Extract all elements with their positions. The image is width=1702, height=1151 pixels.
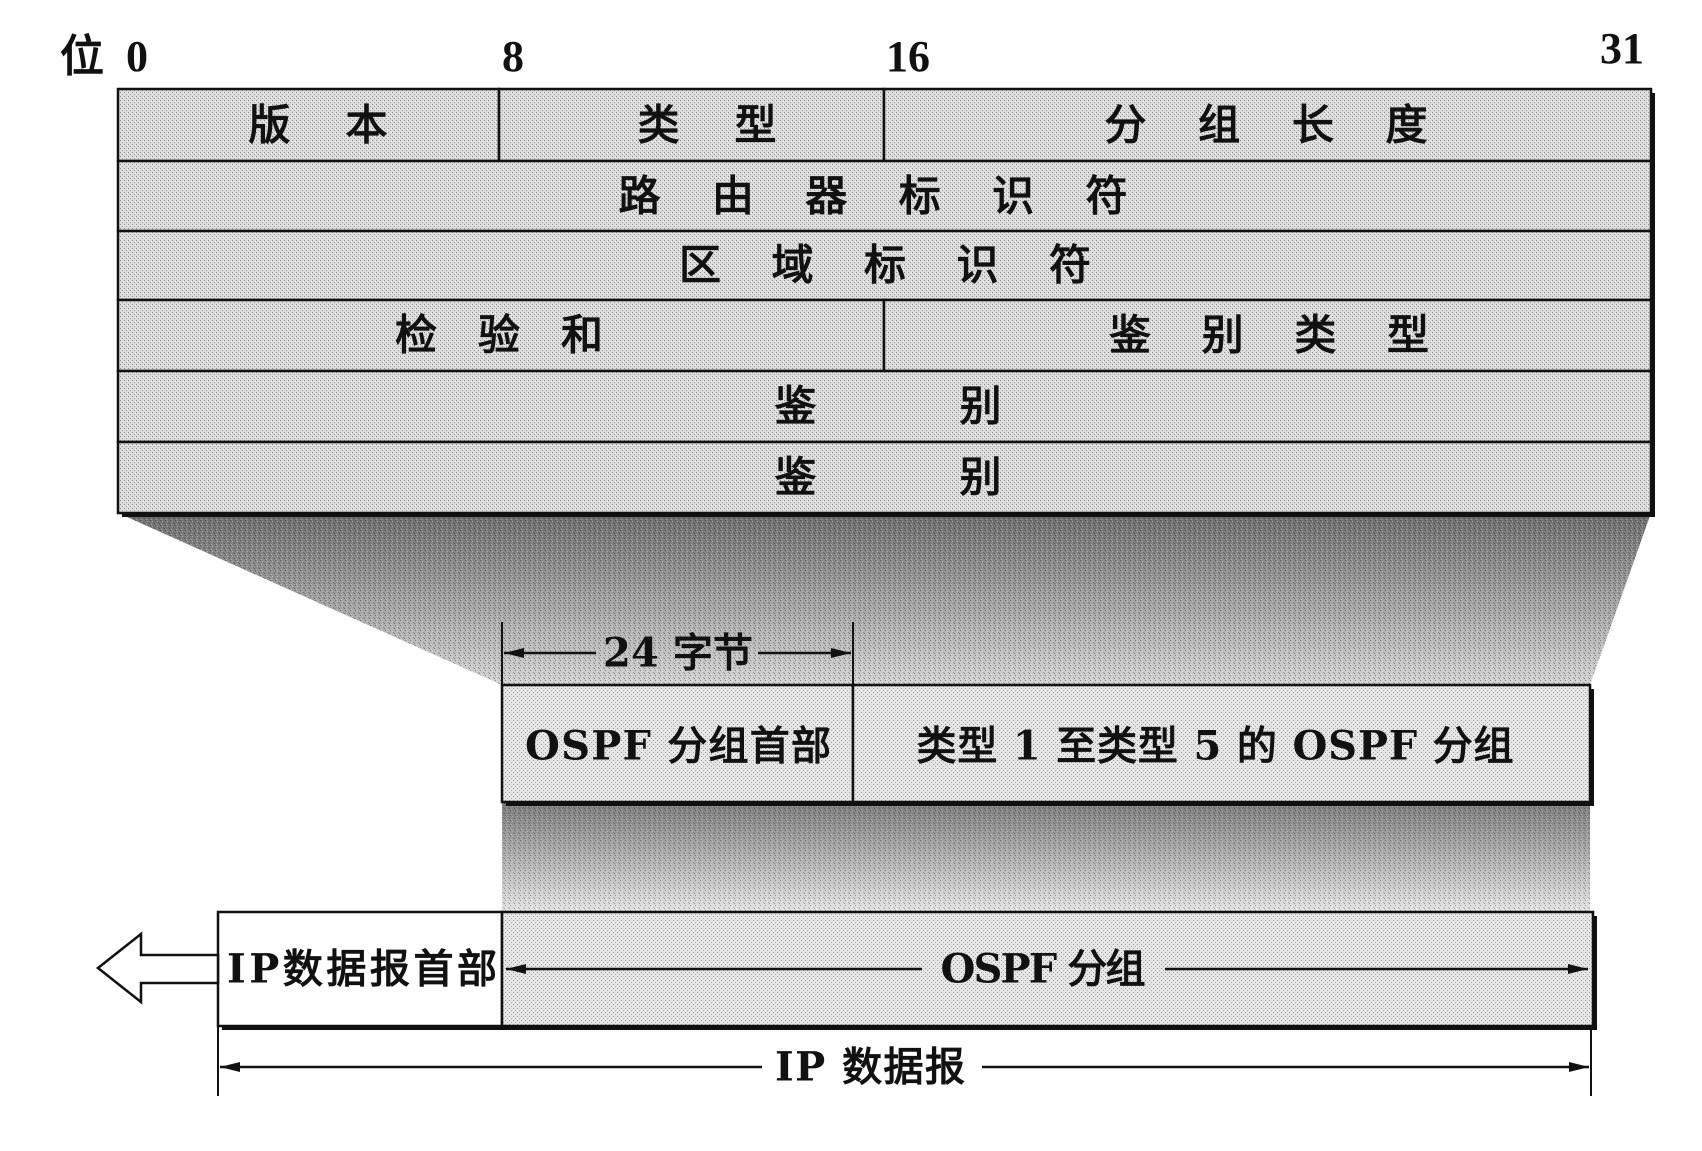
field-auth-2-cell [116, 440, 1653, 515]
ip-datagram-dimension: IP 数据报 [217, 1026, 1592, 1096]
bit-axis: 位 0 8 16 31 [60, 24, 1644, 82]
ospf-packet-body-label: 类型 1 至类型 5 的 OSPF 分组 [917, 723, 1514, 770]
packet-drop-shading [502, 802, 1590, 912]
field-area-id: 区 域 标 识 符 [679, 241, 1091, 290]
ospf-packet-body-cell [851, 683, 1592, 804]
ospf-packet-header-label: OSPF 分组首部 [525, 723, 831, 770]
ip-payload-label: OSPF 分组 [941, 946, 1146, 993]
bit-axis-label: 位 [60, 31, 104, 82]
field-authentication-2: 鉴 别 [775, 453, 1002, 502]
bit-position-0: 0 [126, 32, 148, 81]
hollow-left-arrow-icon [95, 931, 220, 1005]
bit-position-16: 16 [886, 32, 930, 81]
ip-header-cell [216, 910, 504, 1028]
field-version: 版 本 [249, 101, 388, 150]
field-router-id-cell [116, 159, 1653, 233]
field-checksum: 检 验 和 [395, 311, 603, 360]
field-version-cell [116, 87, 501, 163]
ip-header-label: IP数据报首部 [227, 946, 497, 993]
header-expansion-shading [118, 513, 1651, 685]
bit-position-31: 31 [1600, 24, 1644, 73]
header-size-label: 24 字节 [603, 630, 753, 677]
ip-datagram-label: IP 数据报 [775, 1044, 965, 1091]
header-size-dimension: 24 字节 [501, 622, 854, 685]
ospf-packet-box: OSPF 分组首部 类型 1 至类型 5 的 OSPF 分组 [500, 683, 1594, 806]
ip-datagram-box: IP数据报首部 OSPF 分组 [216, 910, 1597, 1030]
bit-position-8: 8 [502, 32, 524, 81]
field-type-cell [497, 87, 886, 163]
field-area-id-cell [116, 229, 1653, 302]
ospf-header-table: 版 本 类 型 分 组 长 度 路 由 器 标 识 符 区 域 标 识 符 检 … [116, 87, 1655, 517]
field-packet-length-cell [882, 87, 1653, 163]
field-type: 类 型 [638, 101, 777, 150]
field-authentication-1: 鉴 别 [775, 382, 1002, 431]
